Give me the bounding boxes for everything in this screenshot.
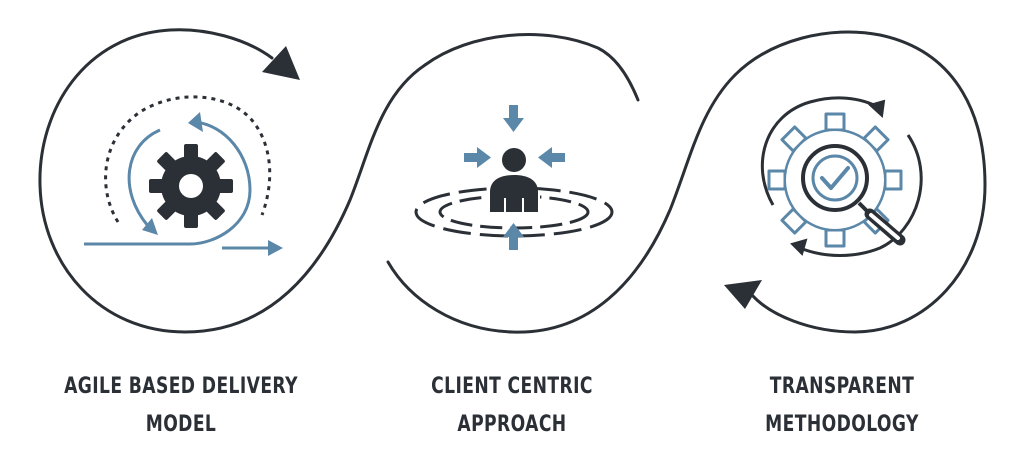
flow-arrowhead-bottom (724, 280, 762, 309)
step-caption-line: MODEL (145, 412, 217, 437)
step-caption-line: CLIENT CENTRIC (431, 374, 593, 399)
step-caption-transparent: TRANSPARENT METHODOLOGY (725, 368, 959, 444)
step-caption-client-centric: CLIENT CENTRIC APPROACH (395, 368, 629, 444)
agile-gear-cycle-icon (84, 95, 283, 256)
step-caption-line: AGILE BASED DELIVERY (64, 374, 298, 399)
flow-path (38, 28, 987, 334)
step-caption-line: TRANSPARENT (769, 374, 915, 399)
client-centric-person-icon (414, 105, 614, 250)
step-caption-line: APPROACH (457, 412, 567, 437)
flow-arrowhead-top (262, 46, 300, 80)
gear-magnifier-check-icon (760, 96, 923, 257)
step-caption-agile: AGILE BASED DELIVERY MODEL (64, 368, 298, 444)
step-caption-line: METHODOLOGY (765, 412, 919, 437)
